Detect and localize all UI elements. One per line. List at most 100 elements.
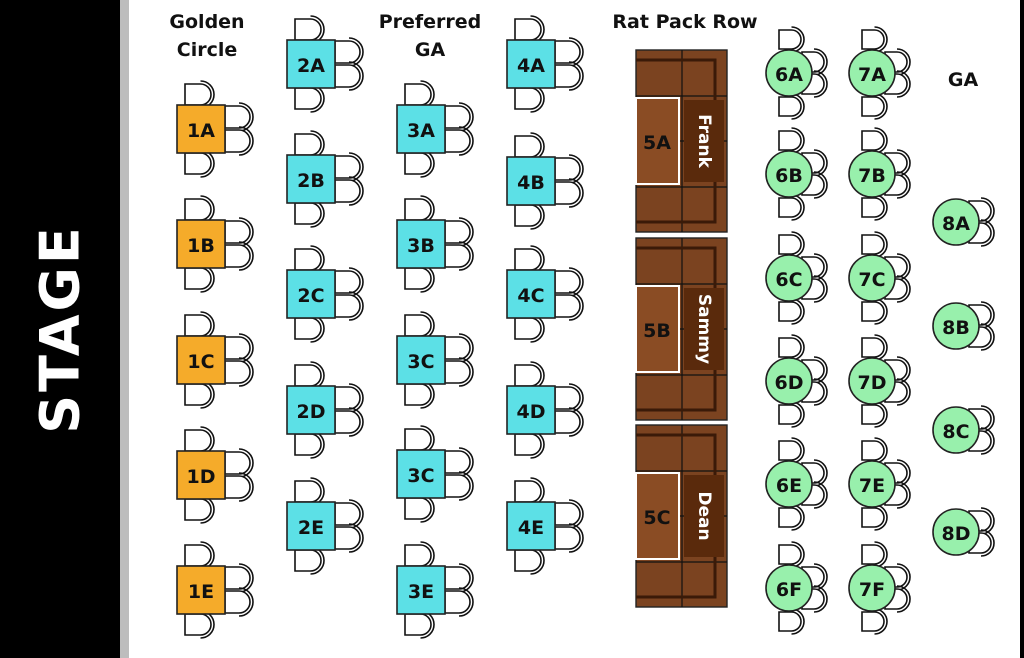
table-4d[interactable]: 4D — [506, 361, 584, 459]
chair-back-icon — [980, 427, 995, 455]
table-1e[interactable]: 1E — [176, 541, 254, 639]
table-7c[interactable]: 7C — [848, 231, 911, 325]
table-6c[interactable]: 6C — [765, 231, 828, 325]
chair-icon — [861, 130, 885, 151]
chair-back-icon — [458, 563, 474, 593]
table-6b[interactable]: 6B — [765, 127, 828, 221]
table-1a[interactable]: 1A — [176, 80, 254, 178]
table-label: 1D — [187, 466, 216, 488]
chair-icon — [334, 386, 361, 410]
table-8a[interactable]: 8A — [932, 197, 995, 247]
table-8d[interactable]: 8D — [932, 507, 995, 557]
chair-icon — [184, 544, 212, 567]
table-7d[interactable]: 7D — [848, 334, 911, 428]
chair-back-icon — [980, 323, 995, 351]
table-7b[interactable]: 7B — [848, 127, 911, 221]
table-label: 2D — [297, 401, 326, 423]
chair-back-icon — [238, 448, 254, 478]
table-4a[interactable]: 4A — [506, 15, 584, 113]
chair-icon — [334, 64, 361, 88]
table-2d[interactable]: 2D — [286, 361, 364, 459]
table-top — [765, 357, 813, 405]
chair-icon — [861, 544, 885, 565]
table-top — [286, 269, 336, 319]
table-3b[interactable]: 3B — [396, 195, 474, 293]
table-2c[interactable]: 2C — [286, 245, 364, 343]
table-label: 2A — [297, 55, 325, 77]
table-8c[interactable]: 8C — [932, 405, 995, 455]
section-title-preferred-ga: Preferred GA — [379, 8, 482, 64]
chair-icon — [184, 498, 212, 521]
title-line: GA — [414, 39, 446, 61]
chair-icon — [778, 197, 802, 218]
table-4b[interactable]: 4B — [506, 132, 584, 230]
table-6e[interactable]: 6E — [765, 437, 828, 531]
table-top — [396, 565, 446, 615]
chair-icon — [554, 40, 581, 64]
table-top — [765, 564, 813, 612]
table-top — [506, 39, 556, 89]
booth-table — [635, 285, 680, 373]
table-label: 8B — [942, 317, 970, 339]
table-6f[interactable]: 6F — [765, 541, 828, 635]
chair-back-icon — [568, 523, 584, 553]
chair-back-icon — [238, 333, 254, 363]
table-2a[interactable]: 2A — [286, 15, 364, 113]
table-7e[interactable]: 7E — [848, 437, 911, 531]
table-1d[interactable]: 1D — [176, 426, 254, 524]
table-label: 6F — [776, 579, 802, 601]
table-8b[interactable]: 8B — [932, 301, 995, 351]
chair-back-icon — [813, 563, 828, 591]
table-label: 8C — [942, 421, 969, 443]
chair-icon — [294, 317, 322, 340]
table-2b[interactable]: 2B — [286, 130, 364, 228]
chair-icon — [294, 87, 322, 110]
chair-back-icon — [348, 61, 364, 91]
table-1b[interactable]: 1B — [176, 195, 254, 293]
table-top — [506, 156, 556, 206]
chair-icon — [778, 130, 802, 151]
table-4c[interactable]: 4C — [506, 245, 584, 343]
table-label: 2C — [297, 285, 324, 307]
chair-icon — [861, 404, 885, 425]
table-top — [848, 49, 896, 97]
chair-icon — [184, 314, 212, 337]
table-6d[interactable]: 6D — [765, 334, 828, 428]
table-6a[interactable]: 6A — [765, 26, 828, 120]
table-top — [286, 501, 336, 551]
chair-icon — [224, 566, 251, 590]
chair-icon — [514, 135, 542, 158]
chair-back-icon — [238, 241, 254, 271]
chair-back-icon — [813, 356, 828, 384]
chair-back-icon — [896, 149, 911, 177]
table-label: 2B — [297, 170, 325, 192]
table-3e[interactable]: 3E — [396, 541, 474, 639]
chair-back-icon — [238, 102, 254, 132]
table-3c[interactable]: 3C — [396, 425, 474, 523]
table-4e[interactable]: 4E — [506, 477, 584, 575]
table-3a[interactable]: 3A — [396, 80, 474, 178]
table-2e[interactable]: 2E — [286, 477, 364, 575]
table-7a[interactable]: 7A — [848, 26, 911, 120]
chair-back-icon — [458, 126, 474, 156]
chair-icon — [861, 440, 885, 461]
chair-icon — [444, 336, 471, 360]
table-top — [932, 302, 980, 350]
chair-icon — [404, 152, 432, 175]
chair-back-icon — [238, 126, 254, 156]
chair-back-icon — [896, 275, 911, 303]
table-3c[interactable]: 3C — [396, 311, 474, 409]
table-1c[interactable]: 1C — [176, 311, 254, 409]
chair-back-icon — [896, 585, 911, 613]
title-line: GA — [947, 69, 979, 91]
chair-icon — [778, 29, 802, 50]
table-top — [286, 154, 336, 204]
table-7f[interactable]: 7F — [848, 541, 911, 635]
table-label: 7B — [858, 165, 886, 187]
chair-back-icon — [896, 356, 911, 384]
chair-back-icon — [458, 447, 474, 477]
chair-icon — [404, 267, 432, 290]
